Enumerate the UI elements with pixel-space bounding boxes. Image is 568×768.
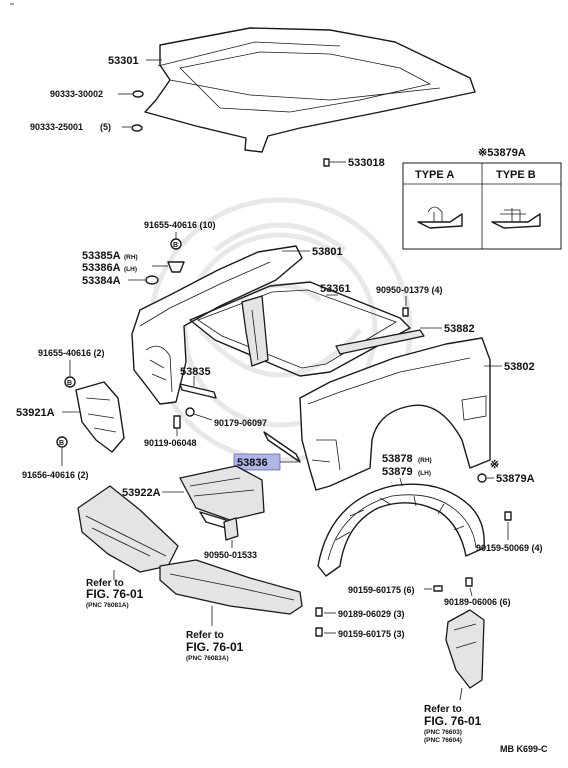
seal-53882-icon [335,329,425,355]
label-533018: 533018 [348,157,385,169]
label-90950-01379: 90950-01379 (4) [376,285,443,295]
label-91655-40616-a: 91655-40616 (10) [144,220,216,230]
right-fender-panel [299,337,491,491]
type-box [402,162,562,250]
label-53878-side: (RH) [418,457,432,464]
clip-533018-icon [323,158,330,167]
ref2-pnc: (PNC 76083A) [186,655,229,662]
label-90950-01533: 90950-01533 [204,550,257,560]
label-type-a: TYPE A [415,169,454,181]
label-91655-40616-b: 91655-40616 (2) [38,348,105,358]
label-53301: 53301 [108,55,139,67]
screw-90159-50069-icon [504,511,512,521]
screw-90159-60175-a-icon [433,585,443,592]
marker-b-label-top: B [173,242,178,249]
label-53835: 53835 [180,366,211,378]
bracket-53835-icon [179,383,217,399]
label-53836: 53836 [237,457,268,469]
label-90159-60175-a: 90159-60175 (6) [348,585,415,595]
label-53879A-header: ※53879A [478,147,526,159]
label-53386A: 53386A [82,262,121,274]
label-53921A: 53921A [16,407,55,419]
extension-53922A-icon [179,465,265,529]
label-53802: 53802 [504,361,535,373]
footer-code: MB K699-C [500,744,548,754]
label-53922A: 53922A [122,487,161,499]
label-53879A: 53879A [496,473,535,485]
screw-90950-01533-icon [223,517,239,541]
label-90159-60175-b: 90159-60175 (3) [338,629,405,639]
ref3-pnc2: (PNC 76604) [424,737,462,744]
grommet-53384A-icon [145,275,159,285]
label-90159-50069: 90159-50069 (4) [476,543,543,553]
seal-53836-icon [263,431,301,463]
ref3-fig: FIG. 76-01 [424,714,482,728]
label-90333-25001-qty: (5) [100,122,111,132]
label-53385A: 53385A [82,250,121,262]
hood-cushion-icon [132,90,144,98]
mud-flap [445,609,485,689]
label-90333-25001: 90333-25001 [30,122,83,132]
label-53879-side: (LH) [418,470,431,477]
clip-53879A-icon [477,473,487,483]
label-90189-06029: 90189-06029 (3) [338,609,405,619]
label-90189-06006: 90189-06006 (6) [444,597,511,607]
label-53879A-star: ※ [490,459,499,471]
left-fender-panel [131,245,303,405]
ref3-refer: Refer to [424,704,462,715]
hood-cushion-small-icon [131,124,143,132]
leader-ref-3 [459,687,463,701]
bracket-53921A-icon [75,381,125,453]
ref1-refer: Refer to [86,578,124,589]
marker-b-icon-mid [64,376,76,388]
label-53801: 53801 [312,246,343,258]
ref2-refer: Refer to [186,630,224,641]
clip-90179-icon [185,407,195,417]
label-type-b: TYPE B [496,169,536,181]
screw-90119-icon [173,415,181,429]
leader-90179-06097 [193,413,213,421]
screw-90950-01379-icon [402,307,409,317]
label-53384A: 53384A [82,275,121,287]
fender-apron-seal [189,281,411,377]
ref1-fig: FIG. 76-01 [86,587,144,601]
leader-53878 [399,477,403,487]
label-53361: 53361 [320,283,351,295]
screw-90159-60175-b-icon [315,627,323,637]
label-90333-30002: 90333-30002 [50,89,103,99]
label-53878: 53878 [382,453,413,465]
clip-90189-06006-icon [465,577,473,587]
label-90119-06048: 90119-06048 [144,438,197,448]
label-53879: 53879 [382,466,413,478]
ref2-fig: FIG. 76-01 [186,640,244,654]
label-53882: 53882 [444,323,475,335]
ref3-pnc1: (PNC 76603) [424,729,462,736]
label-91656-40616: 91656-40616 (2) [22,470,89,480]
ref1-pnc: (PNC 76081A) [86,602,129,609]
marker-b-icon-low [56,436,68,448]
clip-type-b-icon [491,208,541,229]
clip-90189-06029-icon [315,607,323,617]
clip-type-a-icon [417,206,463,229]
fender-liner [317,483,485,577]
hinge-bracket-icon [167,261,185,273]
marker-b-label-mid: B [67,380,72,387]
label-53385A-side: (RH) [124,254,138,261]
hood-panel [144,27,476,153]
leader-90189-06006 [469,587,473,597]
label-53386A-side: (LH) [124,266,137,273]
front-spoiler-center [159,559,303,615]
label-90179-06097: 90179-06097 [214,418,267,428]
marker-b-label-low: B [59,440,64,447]
